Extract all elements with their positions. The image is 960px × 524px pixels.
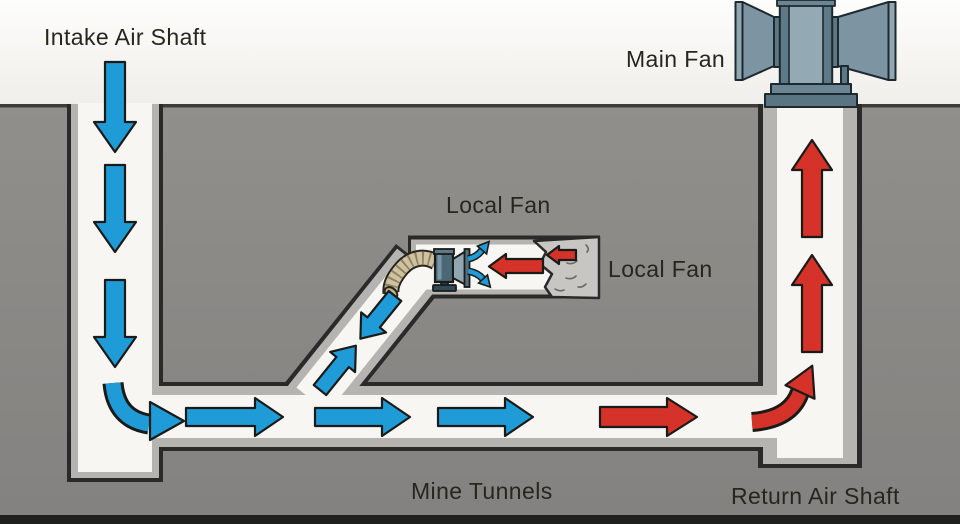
main-fan	[734, 0, 897, 108]
ground-surface-line	[0, 104, 960, 108]
intake-arrow-down-2	[92, 163, 138, 254]
local-fan-unit	[432, 248, 471, 292]
main-fan-left-cone	[741, 1, 775, 81]
main-fan-base-upper	[770, 83, 852, 95]
return-corner-arrow	[750, 364, 816, 432]
label-main-fan: Main Fan	[626, 46, 726, 72]
gallery-arrow-red-small	[545, 244, 578, 266]
incline-arrow-up	[312, 344, 357, 397]
tunnel-arrow-red	[598, 396, 699, 438]
label-intake-air-shaft: Intake Air Shaft	[44, 24, 207, 50]
intake-arrow-down-1	[92, 60, 138, 154]
return-arrow-up-2	[790, 253, 834, 354]
gallery-arrow-red-large	[487, 252, 545, 280]
tunnel-arrow-right-1	[184, 396, 285, 438]
return-arrow-up-1	[790, 138, 834, 239]
main-fan-base-lower	[764, 93, 858, 108]
incline-arrow-down	[359, 289, 403, 340]
tunnel-arrow-right-3	[436, 396, 535, 438]
tunnel-arrow-right-2	[313, 396, 412, 438]
return-air-arrows	[487, 138, 834, 438]
local-fan-outflow-arrows	[467, 240, 492, 289]
intake-arrow-down-3	[92, 278, 138, 369]
label-mine-tunnels: Mine Tunnels	[411, 478, 553, 504]
bottom-dark-strip	[0, 515, 960, 524]
label-local-fan-top: Local Fan	[446, 192, 551, 218]
label-return-air-shaft: Return Air Shaft	[731, 483, 900, 509]
label-local-fan-right: Local Fan	[608, 256, 713, 282]
intake-corner-arrow	[102, 381, 186, 442]
intake-air-arrows	[92, 60, 535, 438]
